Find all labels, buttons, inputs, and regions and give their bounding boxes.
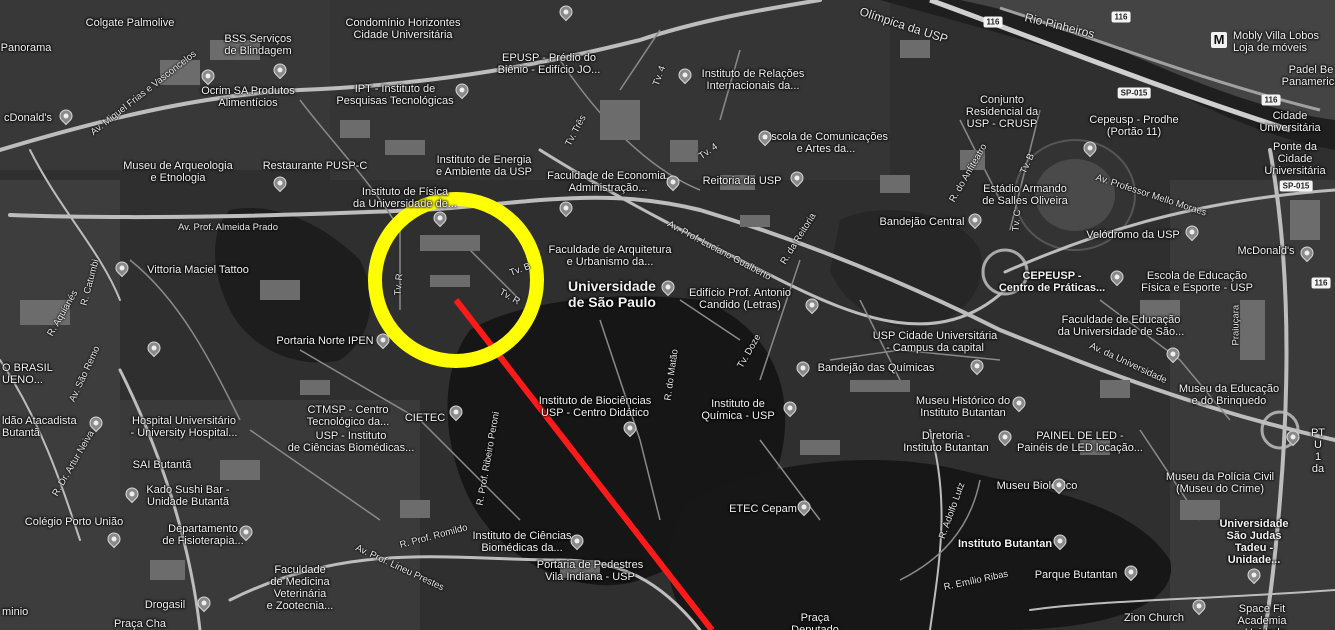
road-label: Praiuçara [1230, 304, 1242, 346]
route-shield: 116 [1261, 94, 1281, 106]
map-label[interactable]: Praça Deputado [791, 612, 839, 630]
map-label[interactable]: Panorama [0, 42, 52, 54]
map-label[interactable]: Praça Cha [114, 618, 166, 630]
map-label[interactable]: ETEC Cepam [729, 503, 797, 515]
map-label[interactable]: Zion Church [1124, 612, 1184, 624]
map-label[interactable]: Cepeusp - Prodhe (Portão 11) [1089, 114, 1179, 138]
map-label[interactable]: Instituto de Química - USP [701, 398, 775, 422]
map-label[interactable]: Faculdade de Economia, Administração... [547, 170, 669, 194]
map-label[interactable]: Escola de Educação Física e Esporte - US… [1141, 270, 1253, 294]
map-label[interactable]: Instituto de Energia e Ambiente da USP [435, 154, 533, 178]
map-label[interactable]: O BRASIL UENO... [2, 362, 53, 386]
route-shield: 116 [983, 16, 1003, 28]
map-label[interactable]: Ocrim SA Produtos Alimentícios [201, 85, 295, 109]
map-label[interactable]: CIETEC [404, 412, 446, 424]
map-label[interactable]: Hospital Universitário - University Hosp… [130, 415, 238, 439]
route-shield: 116 [1111, 11, 1131, 23]
road-label: Tv. C [1010, 209, 1024, 232]
map-label[interactable]: Portaria Norte IPEN [276, 335, 374, 347]
map-label[interactable]: Restaurante PUSP-C [262, 160, 368, 172]
map-label[interactable]: Museu da Educação e do Brinquedo [1178, 383, 1280, 407]
road-label: Tv. R [392, 273, 406, 296]
map-label[interactable]: Faculdade de Arquitetura e Urbanismo da.… [548, 244, 672, 268]
map-label[interactable]: Universidade São Judas Tadeu - Unidade..… [1219, 518, 1289, 566]
map-label[interactable]: USP - Instituto de Ciências Biomédicas..… [287, 430, 415, 454]
map-label[interactable]: Instituto Butantan [957, 538, 1053, 550]
map-label[interactable]: Colégio Porto União [24, 516, 124, 528]
map-label[interactable]: CTMSP - Centro Tecnológico da... [306, 404, 390, 428]
map-label[interactable]: Velódromo da USP [1086, 229, 1180, 241]
map-label[interactable]: Instituto de Biociências USP - Centro Di… [538, 395, 652, 419]
map-label[interactable]: Escola de Comunicações e Artes da... [763, 131, 889, 155]
map-label[interactable]: Estádio Armando de Salles Oliveira [982, 183, 1068, 207]
map-label[interactable]: Instituto de Ciências Biomédicas da... [472, 530, 572, 554]
map-label[interactable]: Space Fit Academia - Unidade Butantã [1237, 603, 1287, 630]
map-label[interactable]: Reitoria da USP [702, 175, 782, 187]
map-label-university[interactable]: Universidade de São Paulo [568, 278, 656, 310]
map-label[interactable]: Drogasil [144, 599, 186, 611]
map-label[interactable]: BSS Serviços de Blindagem [224, 33, 292, 57]
route-shield: 116 [1311, 277, 1331, 289]
map-label[interactable]: Museu da Polícia Civil (Museu do Crime) [1165, 471, 1275, 495]
map-label[interactable]: Parque Butantan [1034, 569, 1118, 581]
map-label[interactable]: Bandejão Central [879, 216, 965, 228]
map-label[interactable]: IPT - Instituto de Pesquisas Tecnológica… [336, 83, 454, 107]
map-label[interactable]: Museu de Arqueologia e Etnologia [123, 160, 233, 184]
map-label[interactable]: SAI Butantã [132, 459, 192, 471]
map-label[interactable]: Vittoria Maciel Tattoo [147, 264, 249, 276]
map-label[interactable]: minio [2, 606, 29, 618]
map-label[interactable]: PT U 1 da [1310, 427, 1326, 475]
map-label[interactable]: PAINEL DE LED - Painéis de LED locação..… [1017, 430, 1143, 454]
map-label[interactable]: EPUSP - Prédio do Biênio - Edifício JO..… [497, 52, 601, 76]
map-label[interactable]: Condomínio Horizontes Cidade Universitár… [345, 17, 461, 41]
map-label[interactable]: Portaria de Pedestres Vila Indiana - USP [536, 559, 644, 583]
map-label[interactable]: Departamento de Fisioterapia... [162, 523, 244, 547]
map-label[interactable]: Mobly Villa Lobos Loja de móveis [1233, 30, 1320, 54]
yellow-highlight-circle [368, 192, 544, 368]
map-label[interactable]: Bandejão das Químicas [817, 362, 935, 374]
route-shield: SP-015 [1279, 180, 1313, 192]
map-label[interactable]: Faculdade de Medicina Veterinária e Zoot… [266, 564, 334, 612]
map-label[interactable]: Museu Histórico do Instituto Butantan [915, 395, 1011, 419]
map-label[interactable]: Diretoria - Instituto Butantan [903, 430, 989, 454]
map-label[interactable]: Colgate Palmolive [85, 17, 175, 29]
map-label[interactable]: McDonald's [1237, 245, 1295, 257]
map-label[interactable]: Instituto de Relações Internacionais da.… [701, 68, 805, 92]
map-label[interactable]: Instituto de Física da Universidade de..… [353, 186, 457, 210]
map-label[interactable]: ldão Atacadista Butantã [2, 415, 77, 439]
map-label[interactable]: Padel Be Panamerica [1281, 64, 1335, 88]
route-shield: SP-015 [1117, 87, 1151, 99]
map-label[interactable]: USP Cidade Universitária - Campus da cap… [872, 330, 998, 354]
map-label[interactable]: Kado Sushi Bar - Unidade Butantã [146, 484, 230, 508]
map-label[interactable]: Ponte da Cidade Universitária [1264, 141, 1326, 177]
map-label[interactable]: Cidade Universitária [1259, 110, 1321, 134]
map-label[interactable]: Conjunto Residencial da USP - CRUSP [965, 94, 1039, 130]
map-label[interactable]: CEPEUSP - Centro de Práticas... [998, 270, 1106, 294]
map-label[interactable]: cDonald's [4, 112, 52, 124]
map-label[interactable]: Faculdade de Educação da Universidade de… [1057, 314, 1185, 338]
road-label: Av. Prof. Almeida Prado [178, 222, 278, 233]
mobly-logo-icon: M [1211, 32, 1227, 48]
map-label[interactable]: Edifício Prof. Antonio Candido (Letras) [688, 287, 792, 311]
